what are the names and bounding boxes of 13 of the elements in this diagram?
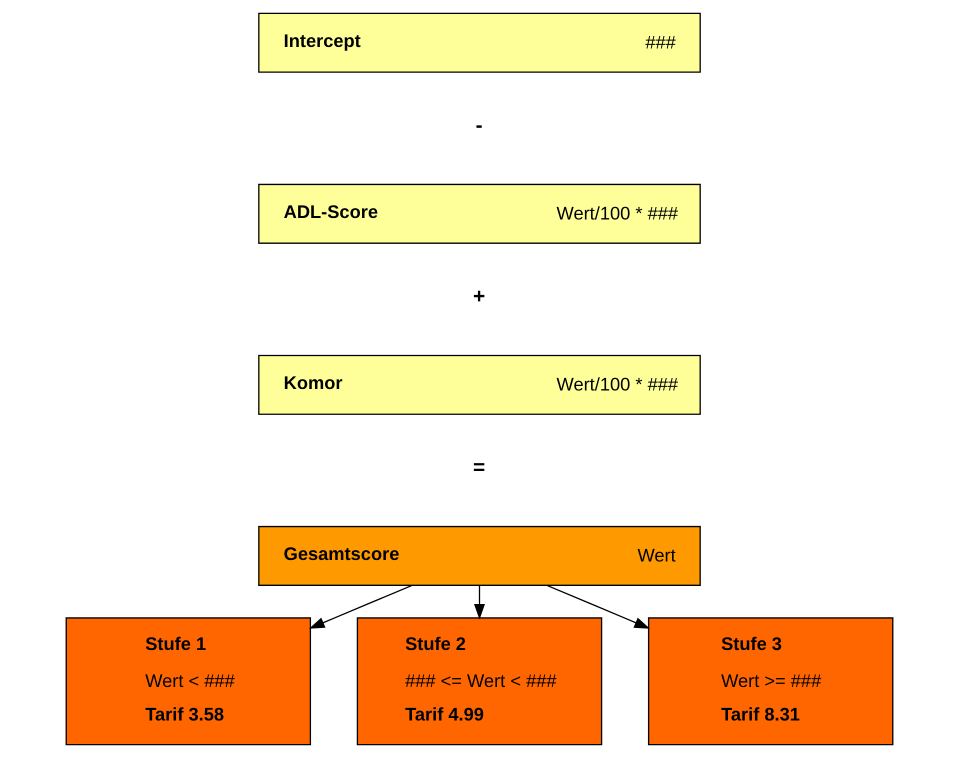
arrow xyxy=(546,584,650,629)
label: = xyxy=(472,456,485,480)
node-box: Stufe 1 Wert < ### Tarif 3.58 xyxy=(65,617,311,746)
node-box: Komor Wert/100 * ### xyxy=(258,354,700,415)
node-box: Stufe 3 Wert >= ### Tarif 8.31 xyxy=(647,617,893,746)
label: - xyxy=(475,114,482,137)
arrow xyxy=(308,584,412,629)
node-box: ADL-Score Wert/100 * ### xyxy=(258,184,700,244)
node-box: Gesamtscore Wert xyxy=(258,526,700,586)
node-box: Intercept ### xyxy=(258,12,700,73)
label: + xyxy=(472,285,485,308)
node-box: Stufe 2 ### <= Wert < ### Tarif 4.99 xyxy=(356,617,602,746)
arrow xyxy=(474,586,484,620)
